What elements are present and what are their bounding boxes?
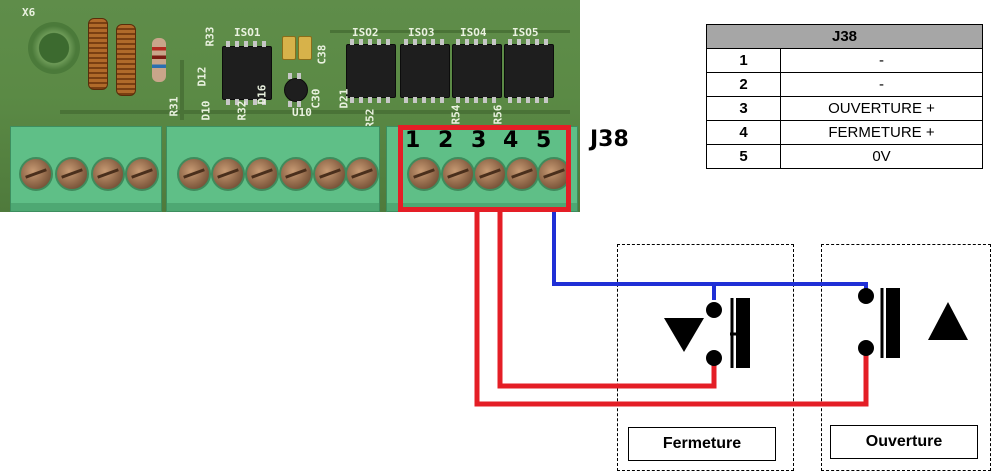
- table-header: J38: [706, 24, 983, 49]
- terminal-screw: [345, 157, 379, 191]
- switch-contact: [706, 350, 722, 366]
- inductor: [88, 18, 108, 90]
- connector-label: J38: [590, 127, 629, 152]
- terminal-screw: [407, 157, 441, 191]
- pin-number-5: 5: [536, 128, 552, 153]
- j38-terminal-block: [386, 126, 578, 212]
- table-row: 1 -: [706, 48, 983, 73]
- silk-label: ISO2: [352, 26, 379, 39]
- terminal-screw: [125, 157, 159, 191]
- arrow-up-icon: [928, 302, 968, 340]
- switch-contact: [858, 340, 874, 356]
- pcb-photo: X6 R33 D12 ISO1 ISO2 ISO3 ISO4 ISO5 C38 …: [0, 0, 580, 212]
- switch-contact: [858, 288, 874, 304]
- terminal-screw: [313, 157, 347, 191]
- ground-wire: [552, 212, 868, 296]
- pcb-trace: [180, 60, 184, 120]
- terminal-screw: [279, 157, 313, 191]
- terminal-screw: [19, 157, 53, 191]
- transistor: [284, 73, 308, 107]
- silk-label: ISO3: [408, 26, 435, 39]
- mounting-hole: [28, 22, 80, 74]
- silk-label: ISO5: [512, 26, 539, 39]
- pinout-table: J38 1 - 2 - 3 OUVERTURE + 4 FERMETURE + …: [706, 24, 983, 169]
- pcb-trace: [330, 30, 570, 33]
- j38-highlight-frame: [398, 125, 571, 212]
- terminal-screw: [177, 157, 211, 191]
- silk-label: X6: [22, 6, 36, 19]
- terminal-screw: [505, 157, 539, 191]
- ouverture-positive-wire: [474, 212, 869, 407]
- optocoupler-chip: [346, 39, 396, 103]
- optocoupler-chip: [222, 41, 272, 105]
- push-button-bar: [736, 298, 750, 368]
- inductor: [116, 24, 136, 96]
- terminal-screw: [211, 157, 245, 191]
- capacitor: [282, 36, 296, 60]
- terminal-screw: [245, 157, 279, 191]
- arrow-down-icon: [664, 318, 704, 352]
- pin-cell: 5: [706, 144, 781, 169]
- terminal-block: [166, 126, 380, 212]
- pin-number-2: 2: [438, 128, 454, 153]
- resistor: [152, 38, 166, 82]
- open-switch-caption: Ouverture: [830, 425, 978, 459]
- pin-cell: 1: [706, 48, 781, 73]
- table-row: 5 0V: [706, 144, 983, 169]
- close-switch-caption: Fermeture: [628, 427, 776, 461]
- optocoupler-chip: [400, 39, 450, 103]
- optocoupler-chip: [452, 39, 502, 103]
- pin-number-4: 4: [503, 128, 519, 153]
- capacitor: [298, 36, 312, 60]
- function-cell: 0V: [780, 144, 983, 169]
- silk-label: ISO1: [234, 26, 261, 39]
- push-button-bar: [886, 288, 900, 358]
- optocoupler-chip: [504, 39, 554, 103]
- pin-number-1: 1: [405, 128, 421, 153]
- silk-label: ISO4: [460, 26, 487, 39]
- terminal-screw: [55, 157, 89, 191]
- function-cell: -: [780, 72, 983, 97]
- silk-label: U10: [292, 106, 312, 119]
- terminal-screw: [91, 157, 125, 191]
- terminal-screw: [537, 157, 571, 191]
- table-row: 2 -: [706, 72, 983, 97]
- fermeture-positive-wire: [497, 212, 717, 389]
- function-cell: -: [780, 48, 983, 73]
- terminal-block: [10, 126, 162, 212]
- pin-number-3: 3: [471, 128, 487, 153]
- pin-cell: 3: [706, 96, 781, 121]
- switch-contact: [706, 302, 722, 318]
- pcb-trace: [60, 110, 570, 114]
